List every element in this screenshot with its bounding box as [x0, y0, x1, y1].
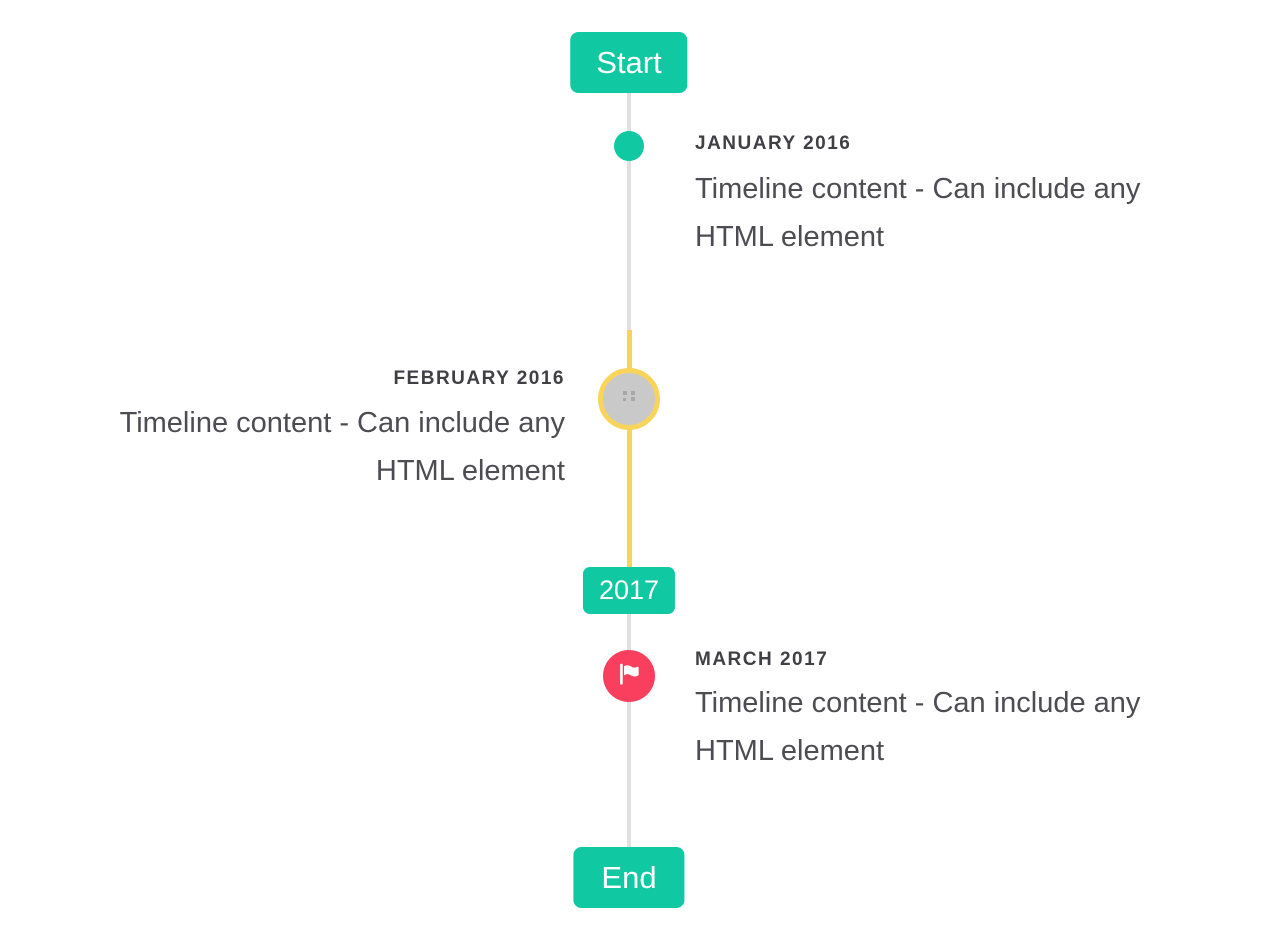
timeline-item-content: Timeline content - Can include any HTML … — [119, 407, 565, 487]
timeline-item-title: JANUARY 2016 — [695, 133, 852, 154]
timeline-item-title: FEBRUARY 2016 — [393, 368, 565, 389]
timeline-flag-2017: 2017 — [582, 567, 676, 614]
broken-image-icon — [622, 390, 637, 408]
timeline-marker-flag — [603, 650, 655, 702]
timeline-flag-end: End — [573, 847, 685, 908]
timeline-marker-dot — [614, 131, 644, 161]
timeline-marker-image — [598, 368, 660, 430]
timeline-flag-start: Start — [570, 32, 688, 93]
timeline-item-content: Timeline content - Can include any HTML … — [695, 173, 1141, 253]
timeline-item-title: MARCH 2017 — [695, 649, 829, 670]
timeline-line-highlight-segment — [626, 330, 632, 567]
flag-icon — [616, 661, 642, 692]
timeline-item-content: Timeline content - Can include any HTML … — [695, 687, 1141, 767]
